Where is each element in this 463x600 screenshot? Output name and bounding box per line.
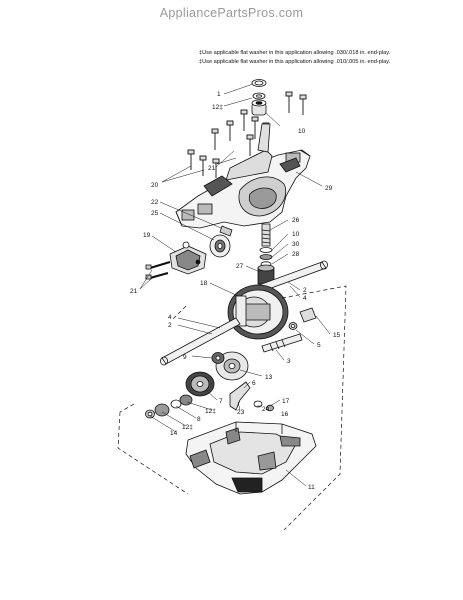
callout-12-top: 12‡ bbox=[212, 104, 223, 111]
top-bearing-part bbox=[251, 99, 267, 116]
shift-fork-part bbox=[229, 381, 251, 411]
site-watermark: AppliancePartsPros.com bbox=[159, 6, 304, 20]
axle-bushings bbox=[288, 307, 317, 330]
callout-21-top: 21 bbox=[208, 165, 216, 172]
callout-13: 13 bbox=[265, 374, 273, 381]
callout-26: 26 bbox=[292, 217, 300, 224]
callout-5: 5 bbox=[317, 342, 321, 349]
shift-lever-bracket-part bbox=[169, 241, 207, 275]
leader-lines bbox=[139, 83, 331, 487]
small-parts-right bbox=[253, 400, 274, 412]
callout-7: 7 bbox=[219, 398, 223, 405]
shift-key-part bbox=[219, 225, 233, 237]
shaft-washers bbox=[259, 247, 273, 267]
callout-8: 8 bbox=[197, 416, 201, 423]
callout-19: 19 bbox=[143, 232, 151, 239]
idler-gear-part bbox=[185, 371, 215, 397]
retaining-ring-part bbox=[251, 79, 267, 87]
gear-9-part bbox=[211, 352, 225, 364]
lower-axle-part bbox=[160, 317, 241, 366]
lower-gear-stack bbox=[145, 394, 193, 419]
callout-10-top: 10 bbox=[298, 128, 306, 135]
pinion-gear-part bbox=[257, 264, 275, 285]
brake-shaft-part bbox=[261, 223, 271, 247]
callout-4-left: 4 bbox=[168, 314, 172, 321]
callout-25: 25 bbox=[151, 210, 159, 217]
callout-18: 18 bbox=[200, 280, 208, 287]
intermediate-shaft-part bbox=[261, 333, 303, 353]
callout-15: 15 bbox=[333, 332, 341, 339]
washer-note-030: ‡Use applicable flat washer in this appl… bbox=[199, 50, 391, 56]
callout-28: 28 bbox=[292, 251, 300, 258]
callout-1: 1 bbox=[217, 91, 221, 98]
callout-14: 14 bbox=[170, 430, 178, 437]
shift-pins bbox=[145, 260, 171, 280]
shift-gear-part bbox=[209, 234, 231, 258]
callout-10-mid: 10 bbox=[292, 231, 300, 238]
callout-6: 6 bbox=[252, 380, 256, 387]
callout-27: 27 bbox=[236, 263, 244, 270]
callout-11: 11 bbox=[308, 484, 315, 491]
callout-2-right: 2 bbox=[303, 287, 307, 294]
assembly-boundary bbox=[117, 285, 347, 531]
callout-2-left: 2 bbox=[168, 322, 172, 329]
differential-ring-gear-part bbox=[227, 284, 289, 340]
upper-case-part bbox=[175, 123, 311, 229]
washer-note-010: ‡Use applicable flat washer in this appl… bbox=[199, 59, 391, 65]
callout-30: 30 bbox=[292, 241, 300, 248]
callout-3: 3 bbox=[287, 358, 291, 365]
lower-case-part bbox=[185, 421, 317, 495]
callout-24: 24 bbox=[262, 406, 270, 413]
callout-20: 20 bbox=[151, 182, 159, 189]
callout-23: 23 bbox=[237, 409, 245, 416]
callout-12-bottom: 12‡ bbox=[182, 424, 193, 431]
callout-21-left: 21 bbox=[130, 288, 138, 295]
callout-9: 9 bbox=[183, 354, 187, 361]
callout-17: 17 bbox=[282, 398, 290, 405]
callout-22: 22 bbox=[151, 199, 159, 206]
callout-16: 16 bbox=[281, 411, 289, 418]
callout-4-right: 4 bbox=[303, 295, 307, 302]
callout-29: 29 bbox=[325, 185, 333, 192]
top-washer-part bbox=[252, 92, 266, 100]
callout-12-lower: 12‡ bbox=[205, 408, 216, 415]
